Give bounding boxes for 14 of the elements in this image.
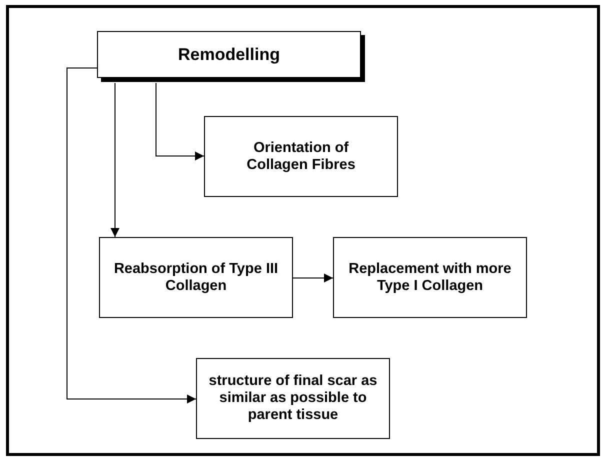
arrow	[110, 82, 120, 238]
box-label: Reabsorption of Type III Collagen	[112, 260, 280, 294]
process-box	[97, 31, 361, 78]
process-box	[99, 237, 293, 318]
box-label: structure of final scar as similar as possible to parent tissue	[208, 373, 378, 424]
process-box	[204, 116, 398, 197]
arrow	[156, 82, 204, 160]
box-label: Remodelling	[178, 46, 280, 63]
box-label: Replacement with more Type I Collagen	[348, 260, 512, 294]
process-box	[333, 237, 527, 318]
process-box	[196, 358, 390, 439]
box-label: Orientation of Collagen Fibres	[246, 140, 356, 174]
arrow	[292, 274, 334, 282]
arrow	[66, 68, 196, 404]
